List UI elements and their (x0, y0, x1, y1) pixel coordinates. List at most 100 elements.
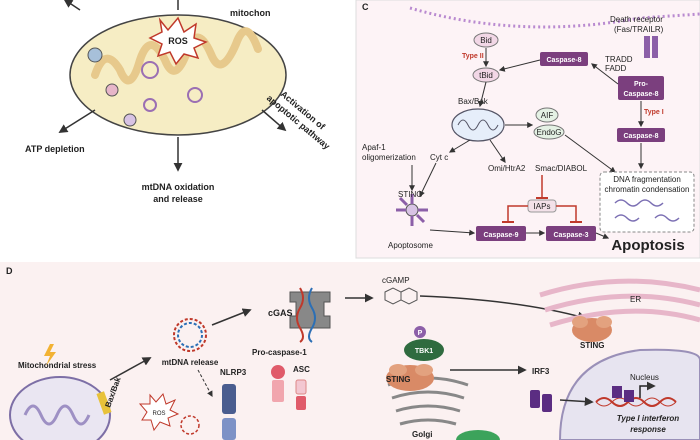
er-membrane (539, 278, 700, 328)
ros-label: ROS (168, 36, 188, 46)
smac-label: Smac/DIABOL (535, 164, 588, 173)
dna-icon (614, 199, 664, 207)
caspase8-top-box (540, 52, 588, 66)
green-protein-icon (456, 430, 500, 440)
irf3-label: IRF3 (532, 367, 550, 376)
mtdna-icon (173, 318, 207, 352)
bax-bak-pore (96, 391, 112, 415)
ifn-label-2: response (630, 425, 666, 434)
lightning-icon (44, 344, 56, 366)
pro-caspase1-icon (271, 365, 285, 379)
sting-er-icon (572, 316, 612, 342)
asc-label: ASC (293, 365, 310, 374)
apoptosis-label: Apoptosis (611, 237, 684, 254)
ifn-label-1: Type I interferon (617, 414, 679, 423)
phospho-label: P (418, 330, 423, 337)
cgamp-icon (384, 287, 418, 305)
apoptosome-icon (396, 194, 428, 226)
ros-d-burst (138, 392, 180, 432)
arrow (498, 59, 541, 72)
arrow (211, 308, 252, 326)
fadd-label: FADD (605, 64, 627, 73)
arrow-to-sting (419, 295, 587, 321)
arrow (63, 0, 81, 11)
apoptosome-label: Apoptosome (388, 241, 433, 250)
arrow (109, 357, 152, 381)
irf3-nuclear-icon (612, 386, 622, 398)
arrow (429, 229, 476, 236)
panel-b: ROS mitochon ATP depletion mtDNA oxidati… (0, 0, 352, 258)
mtdna-oxidation-label-2: and release (153, 194, 203, 204)
arrow-to-activation (261, 109, 287, 132)
dna-frag-label-1: DNA fragmentation (613, 175, 681, 184)
receptor-shape (644, 36, 650, 58)
arrow (448, 139, 471, 153)
panel-c-letter: C (362, 2, 369, 12)
death-receptor-label-1: Death receptor (610, 15, 663, 24)
nlrp3-icon (222, 418, 236, 440)
nlrp3-label: NLRP3 (220, 368, 247, 377)
sting-golgi-label: STING (386, 375, 410, 384)
dna-frag-label-2: chromatin condensation (605, 185, 690, 194)
caspase3-box (546, 226, 596, 241)
arrow-to-atp (58, 109, 96, 133)
mitochondrion-b (69, 14, 287, 136)
dna-fragment-icon (614, 214, 680, 222)
mitochondria-label: mitochon (230, 8, 271, 18)
cgas-label: cGAS (268, 308, 293, 318)
dna-icon (595, 397, 677, 407)
pro-caspase8-label-2: Caspase-8 (623, 91, 658, 98)
bid-label: Bid (480, 36, 492, 45)
arrow (489, 139, 506, 163)
dna-fragmentation-box (599, 171, 695, 233)
dna-icon (595, 397, 677, 407)
apaf1-label-1: Apaf-1 (362, 143, 386, 152)
caspase9-label: Caspase-9 (483, 232, 518, 239)
inhibition-line (507, 205, 528, 222)
inhibition-line (556, 205, 577, 222)
arrow (564, 134, 616, 173)
arrow (559, 397, 594, 407)
tradd-label: TRADD (605, 55, 633, 64)
death-receptor-label-2: (Fas/TRAILR) (614, 25, 664, 34)
caspase8-top-label: Caspase-8 (546, 57, 581, 64)
mtdna-release-label: mtDNA release (162, 358, 219, 367)
atp-depletion-label: ATP depletion (25, 144, 85, 154)
sting-golgi-icon (386, 364, 434, 391)
cgamp-label: cGAMP (382, 276, 410, 285)
panel-c: C Death receptor (Fas/TRAILR) TRADD FADD… (355, 0, 700, 259)
nucleus-label: Nucleus (630, 373, 659, 382)
endog-label: EndoG (537, 128, 562, 137)
mtdna-oxidation-label-1: mtDNA oxidation (142, 182, 215, 192)
tbk1-label: TBK1 (415, 348, 433, 355)
panel-d-letter: D (6, 266, 13, 276)
bax-bak-label: Bax/Bak (458, 97, 489, 106)
bid-node (473, 32, 499, 48)
sting-label-c: STING (398, 190, 422, 199)
apaf1-label-2: oligomerization (362, 153, 416, 162)
type-i-label: Type I (644, 109, 664, 116)
irf3-nuclear-icon (624, 390, 634, 402)
cytc-label: Cyt c (430, 153, 448, 162)
protein-icon (123, 113, 137, 127)
irf3-icon (530, 390, 540, 408)
caspase8-right-box (617, 128, 665, 142)
arrow (591, 63, 619, 85)
receptor-shape (652, 36, 658, 58)
sting-er-label: STING (580, 341, 604, 350)
pro-caspase8-label-1: Pro- (634, 81, 649, 88)
irf3-icon (542, 394, 552, 412)
caspase3-label: Caspase-3 (553, 232, 588, 239)
arrow (478, 81, 487, 108)
iaps-label: IAPs (534, 202, 551, 211)
tbid-label: tBid (479, 71, 493, 80)
asc-icon (295, 379, 307, 395)
arrow (595, 232, 610, 239)
caspase9-box (476, 226, 526, 241)
aif-node (535, 107, 559, 123)
mitochondrion-d (9, 376, 111, 440)
nlrp3-icon (222, 384, 236, 414)
golgi-label: Golgi (412, 430, 432, 439)
